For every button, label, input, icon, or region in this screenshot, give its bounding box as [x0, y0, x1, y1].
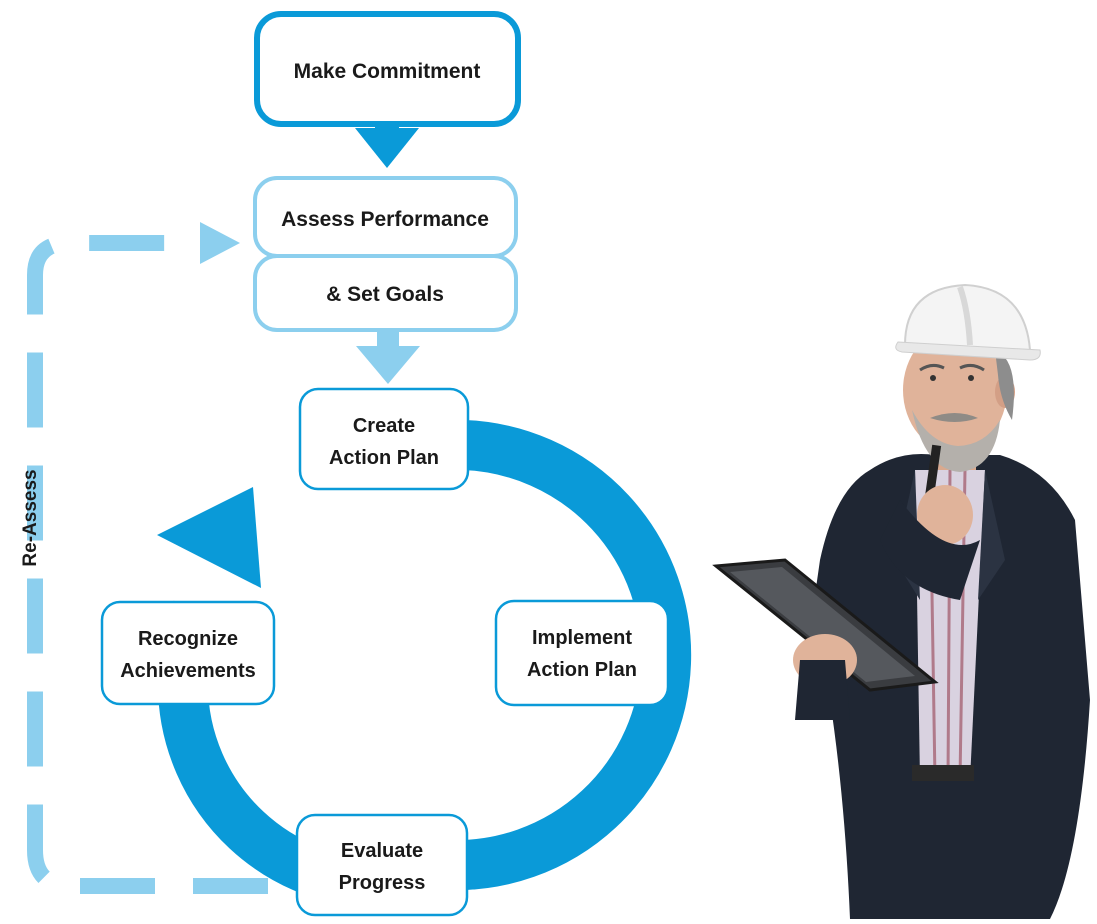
- reassess-arrowhead: [200, 222, 240, 264]
- arrow-assess-to-create: [356, 330, 420, 384]
- node-recognize-line1: Recognize: [138, 628, 238, 650]
- reassess-dashed-line: [27, 235, 268, 894]
- node-make-commitment: Make Commitment: [254, 11, 521, 127]
- node-recognize-line2: Achievements: [120, 660, 256, 682]
- node-evaluate-progress: Evaluate Progress: [295, 813, 469, 917]
- node-create-action-plan: Create Action Plan: [298, 387, 470, 491]
- reassess-loop: Re-Assess: [20, 222, 268, 894]
- node-assess-performance: Assess Performance & Set Goals: [253, 176, 518, 332]
- cycle-arrowhead: [157, 487, 261, 588]
- node-create-line1: Create: [353, 415, 415, 437]
- node-recognize-achievements: Recognize Achievements: [100, 600, 276, 706]
- node-implement-line2: Action Plan: [527, 659, 637, 681]
- node-implement-line1: Implement: [532, 627, 632, 649]
- node-evaluate-line2: Progress: [339, 872, 426, 894]
- node-evaluate-line1: Evaluate: [341, 840, 423, 862]
- node-assess-line1: Assess Performance: [281, 208, 489, 231]
- construction-manager-photo: [712, 283, 1090, 919]
- node-assess-line2: & Set Goals: [326, 283, 444, 306]
- reassess-label: Re-Assess: [20, 469, 41, 566]
- node-make-commitment-label: Make Commitment: [294, 60, 481, 83]
- node-implement-action-plan: Implement Action Plan: [494, 599, 670, 707]
- node-create-line2: Action Plan: [329, 447, 439, 469]
